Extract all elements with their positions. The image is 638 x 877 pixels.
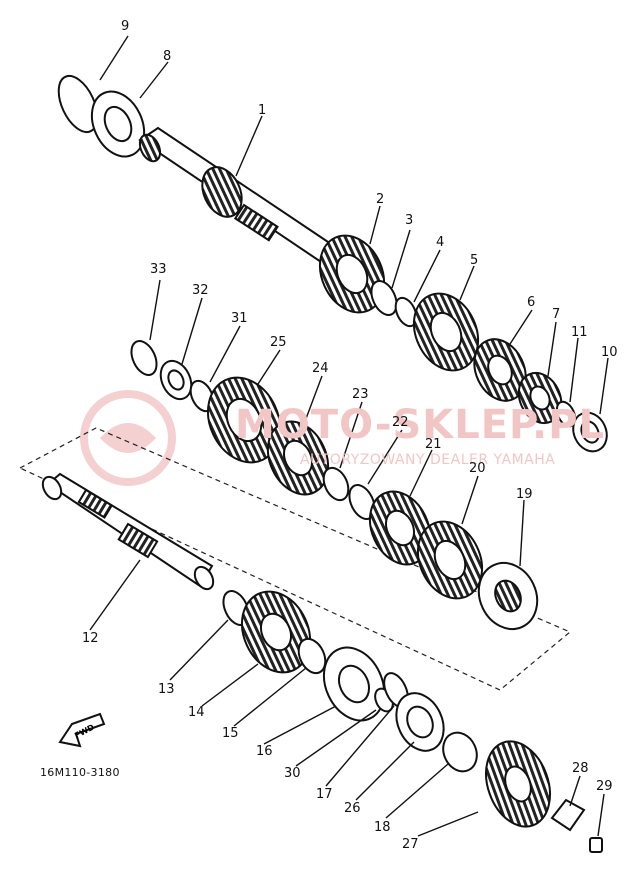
callout-label: 15: [222, 726, 239, 741]
callout-label: 20: [469, 461, 486, 476]
callout-label: 5: [470, 253, 479, 268]
callout-label: 30: [284, 766, 301, 781]
drive-axle-assembly: [41, 472, 215, 591]
washer-15: [297, 637, 327, 675]
callout-label: 3: [405, 213, 414, 228]
callout-label: 12: [82, 631, 99, 646]
lock-washer-28: [550, 798, 586, 832]
watermark-logo: [80, 390, 176, 486]
callout-label: 29: [596, 779, 613, 794]
collar-18: [442, 731, 478, 773]
callout-label: 18: [374, 820, 391, 835]
washer-23: [322, 466, 350, 502]
callout-label: 19: [516, 487, 533, 502]
circlip-33: [130, 340, 158, 376]
callout-label: 26: [344, 801, 361, 816]
callout-label: 16: [256, 744, 273, 759]
callout-label: 13: [158, 682, 175, 697]
callout-label: 6: [527, 295, 536, 310]
callout-label: 31: [231, 311, 248, 326]
fwd-arrow-icon: [58, 712, 106, 748]
callout-label: 27: [402, 837, 419, 852]
bolt-29: [589, 837, 603, 853]
watermark-text: MOTO-SKLEP.PL: [235, 402, 606, 448]
callout-label: 14: [188, 705, 205, 720]
callout-label: 8: [163, 49, 172, 64]
callout-label: 1: [258, 103, 267, 118]
washer-11: [555, 400, 577, 428]
washer-3: [370, 280, 398, 316]
circlip-4: [394, 296, 418, 328]
dashed-assembly-outline: [18, 427, 572, 691]
main-axle-gear: [201, 166, 243, 218]
lower-assembly: [222, 590, 603, 853]
callout-label: 11: [571, 325, 588, 340]
callout-label: 28: [572, 761, 589, 776]
callout-label: 17: [316, 787, 333, 802]
callout-label: 23: [352, 387, 369, 402]
callout-label: 32: [192, 283, 209, 298]
callout-label: 25: [270, 335, 287, 350]
watermark-subtext: AUTORYZOWANY DEALER YAMAHA: [300, 452, 556, 468]
part-code: 16M110-3180: [40, 766, 120, 779]
callout-label: 9: [121, 19, 130, 34]
callout-label: 10: [601, 345, 618, 360]
callout-label: 22: [392, 415, 409, 430]
main-axle-assembly: [57, 74, 608, 453]
callout-label: 24: [312, 361, 329, 376]
callout-label: 7: [552, 307, 561, 322]
middle-gear-assembly: [130, 340, 539, 631]
leader-lines: [89, 35, 609, 837]
callout-label: 4: [436, 235, 445, 250]
callout-label: 21: [425, 437, 442, 452]
circlip-9: [57, 74, 99, 134]
callout-label: 33: [150, 262, 167, 277]
callout-label: 2: [376, 192, 385, 207]
